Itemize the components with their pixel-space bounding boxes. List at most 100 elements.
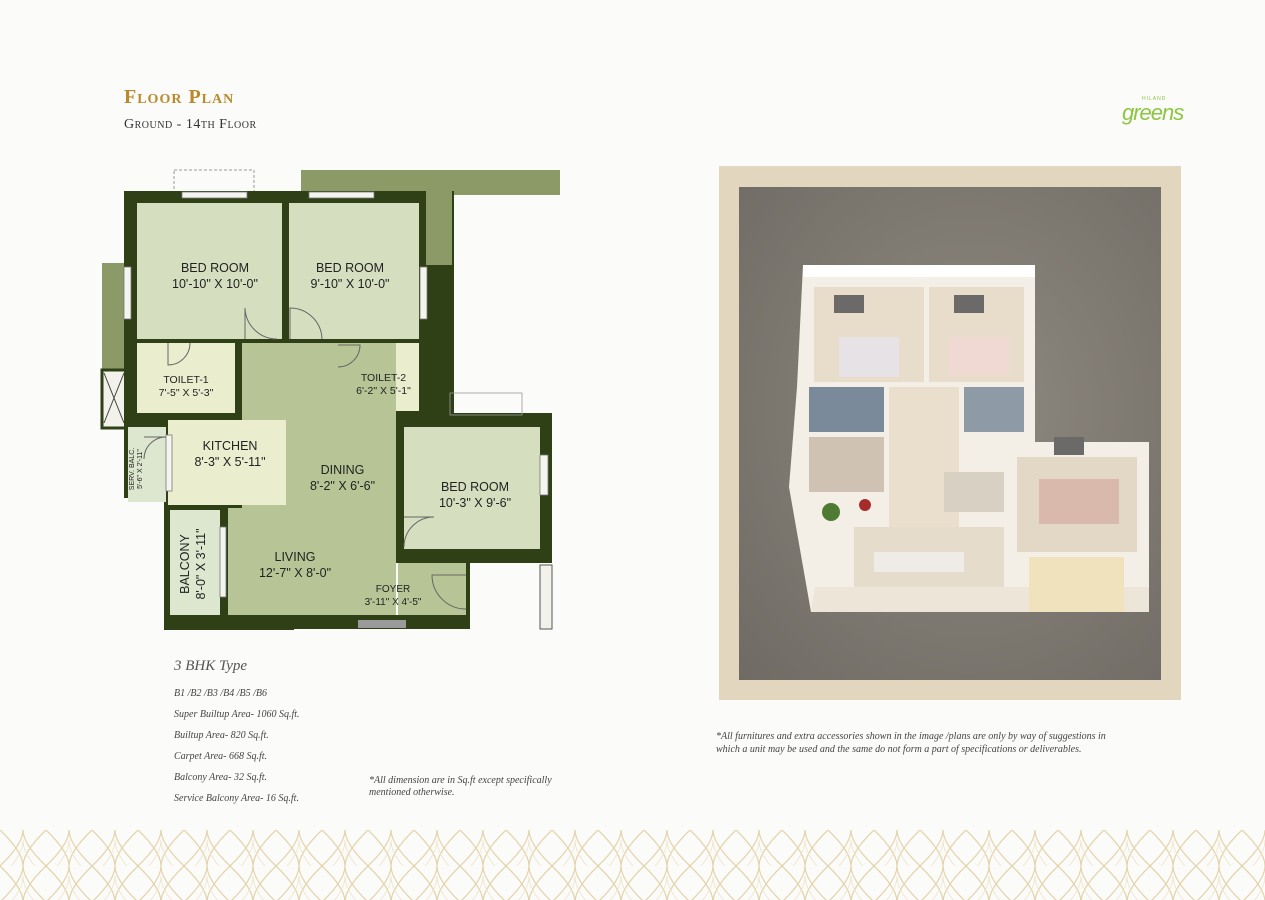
bedroom3-balcony-line xyxy=(449,392,523,416)
render-dining-table xyxy=(944,472,1004,512)
brand-logo: HILAND greens xyxy=(1118,96,1184,130)
carpet-area: Carpet Area- 668 Sq.ft. xyxy=(174,751,268,762)
serv-balc-label: SERV. BALC. 5'-6" X 2'-11" xyxy=(129,439,145,499)
window-left-1 xyxy=(123,266,132,320)
bottom-wall xyxy=(164,615,468,629)
toilet2-label: TOILET-2 6'-2" X 5'-1" xyxy=(336,372,431,398)
door-bedroom3 xyxy=(403,516,435,548)
3d-floor-plan-image xyxy=(739,187,1161,680)
toilet2-name: TOILET-2 xyxy=(360,372,407,384)
render-plant-1 xyxy=(822,503,840,521)
render-window-1 xyxy=(834,295,864,313)
left-ledge xyxy=(102,263,124,375)
logo-text: greens xyxy=(1122,100,1184,125)
door-toilet1 xyxy=(167,342,191,366)
unit-numbers: B1 /B2 /B3 /B4 /B5 /B6 xyxy=(174,688,268,699)
door-serv-balc xyxy=(143,436,167,460)
render-foyer xyxy=(1029,557,1124,612)
balcony-name: BALCONY xyxy=(178,534,192,594)
render-top-wall xyxy=(803,265,1035,277)
render-corridor xyxy=(889,387,959,537)
logo-small-text: HILAND xyxy=(1142,96,1167,102)
dimension-note: *All dimension are in Sq.ft except speci… xyxy=(369,775,552,798)
bedroom3-label: BED ROOM 10'-3" X 9'-6" xyxy=(415,479,535,511)
kitchen-fill xyxy=(168,420,286,505)
dining-size: 8'-2" X 6'-6" xyxy=(309,479,376,493)
super-builtup-area: Super Builtup Area- 1060 Sq.ft. xyxy=(174,709,300,720)
serv-balc-size: 5'-6" X 2'-11" xyxy=(137,449,144,489)
kitchen-name: KITCHEN xyxy=(202,439,258,453)
render-plant-2 xyxy=(859,499,871,511)
door-bedroom2 xyxy=(289,307,323,340)
right-shaft xyxy=(539,564,553,630)
window-right-1 xyxy=(419,266,428,320)
unit-specs: 3 BHK Type B1 /B2 /B3 /B4 /B5 /B6 Super … xyxy=(174,658,300,809)
door-main xyxy=(431,574,467,610)
bedroom1-label: BED ROOM 10'-10" X 10'-0" xyxy=(160,260,270,292)
bedroom2-size: 9'-10" X 10'-0" xyxy=(310,277,390,291)
kitchen-window xyxy=(165,434,173,492)
foyer-right-wall xyxy=(466,560,470,629)
door-toilet2 xyxy=(337,344,361,368)
foyer-size: 3'-11" X 4'-5" xyxy=(364,597,422,608)
bedroom2-name: BED ROOM xyxy=(315,261,385,275)
living-fill xyxy=(228,508,396,616)
door-bedroom1 xyxy=(244,307,278,340)
render-kitchen xyxy=(809,437,884,492)
window-top-2 xyxy=(308,191,375,199)
duct-cross xyxy=(103,372,125,424)
render-sofa xyxy=(874,552,964,572)
living-name: LIVING xyxy=(274,550,316,564)
floor-plan: BED ROOM 10'-10" X 10'-0" BED ROOM 9'-10… xyxy=(100,165,560,635)
kitchen-label: KITCHEN 8'-3" X 5'-11" xyxy=(170,438,290,470)
bedroom1-fill xyxy=(137,203,282,339)
main-door-sill xyxy=(358,620,406,628)
render-window-3 xyxy=(1054,437,1084,455)
bedroom3-fill xyxy=(404,427,540,549)
render-bed2 xyxy=(949,337,1009,375)
foyer-fill xyxy=(398,563,466,615)
balcony-fill xyxy=(170,510,220,618)
render-toilet2 xyxy=(964,387,1024,432)
bedroom3-size: 10'-3" X 9'-6" xyxy=(438,496,511,510)
unit-type: 3 BHK Type xyxy=(174,658,248,674)
bedroom1-size: 10'-10" X 10'-0" xyxy=(172,277,258,291)
toilet1-fill xyxy=(137,343,235,413)
corner-balcony xyxy=(426,175,452,265)
bedroom3-name: BED ROOM xyxy=(440,480,510,494)
living-label: LIVING 12'-7" X 8'-0" xyxy=(240,549,350,581)
balcony-area: Balcony Area- 32 Sq.ft. xyxy=(174,772,268,783)
floor-plan-drawing xyxy=(100,169,560,630)
bedroom2-label: BED ROOM 9'-10" X 10'-0" xyxy=(295,260,405,292)
toilet1-size: 7'-5" X 5'-3" xyxy=(158,387,214,399)
balcony-door xyxy=(219,526,227,598)
dining-name: DINING xyxy=(320,463,365,477)
living-size: 12'-7" X 8'-0" xyxy=(258,566,331,580)
balcony-size: 8'-0" X 3'-11" xyxy=(194,528,208,600)
foyer-label: FOYER 3'-11" X 4'-5" xyxy=(358,583,428,609)
page-title: Floor Plan xyxy=(124,86,235,108)
balcony-label: BALCONY 8'-0" X 3'-11" xyxy=(177,509,209,619)
window-bedroom3 xyxy=(539,454,549,496)
page-subtitle: Ground - 14th Floor xyxy=(124,117,257,132)
foyer-name: FOYER xyxy=(375,584,411,595)
bedroom1-name: BED ROOM xyxy=(180,261,250,275)
furniture-note: *All furnitures and extra accessories sh… xyxy=(716,731,1106,755)
toilet2-size: 6'-2" X 5'-1" xyxy=(356,385,411,397)
render-window-2 xyxy=(954,295,984,313)
render-frame xyxy=(719,166,1181,700)
top-left-ledge xyxy=(173,169,255,193)
toilet1-label: TOILET-1 7'-5" X 5'-3" xyxy=(137,374,235,400)
toilet1-name: TOILET-1 xyxy=(163,374,209,386)
decorative-pattern xyxy=(0,830,1265,900)
builtup-area: Builtup Area- 820 Sq.ft. xyxy=(174,730,269,741)
service-balcony-area: Service Balcony Area- 16 Sq.ft. xyxy=(174,793,299,804)
render-bed1 xyxy=(839,337,899,377)
serv-balc-name: SERV. BALC. xyxy=(129,447,136,491)
render-bed3 xyxy=(1039,479,1119,524)
kitchen-size: 8'-3" X 5'-11" xyxy=(194,455,266,469)
3d-render-drawing xyxy=(789,265,1149,612)
dining-label: DINING 8'-2" X 6'-6" xyxy=(290,462,395,494)
bedroom2-fill xyxy=(289,203,419,339)
render-toilet1 xyxy=(809,387,884,432)
